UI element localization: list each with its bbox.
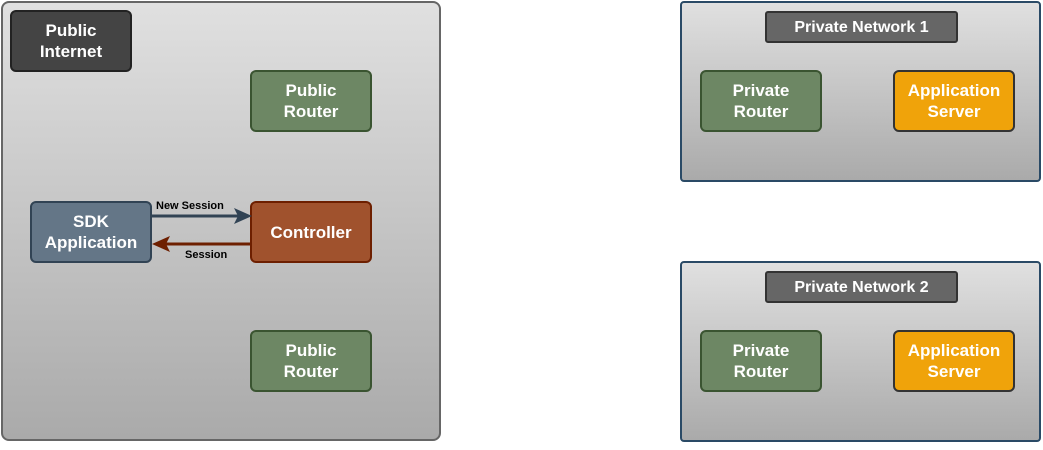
application-server-1[interactable]: Application Server: [893, 70, 1015, 132]
public-router-top[interactable]: Public Router: [250, 70, 372, 132]
session-label: Session: [185, 249, 228, 261]
application-server-2[interactable]: Application Server: [893, 330, 1015, 392]
new-session-label: New Session: [156, 200, 224, 212]
private-network-1-title: Private Network 1: [765, 11, 958, 43]
private-router-2[interactable]: Private Router: [700, 330, 822, 392]
controller-node[interactable]: Controller: [250, 201, 372, 263]
session-arrowhead: [152, 236, 170, 252]
public-internet-title: Public Internet: [10, 10, 132, 72]
sdk-application-node[interactable]: SDK Application: [30, 201, 152, 263]
private-router-1[interactable]: Private Router: [700, 70, 822, 132]
public-router-bottom[interactable]: Public Router: [250, 330, 372, 392]
private-network-2-title: Private Network 2: [765, 271, 958, 303]
new-session-arrowhead: [234, 208, 252, 224]
